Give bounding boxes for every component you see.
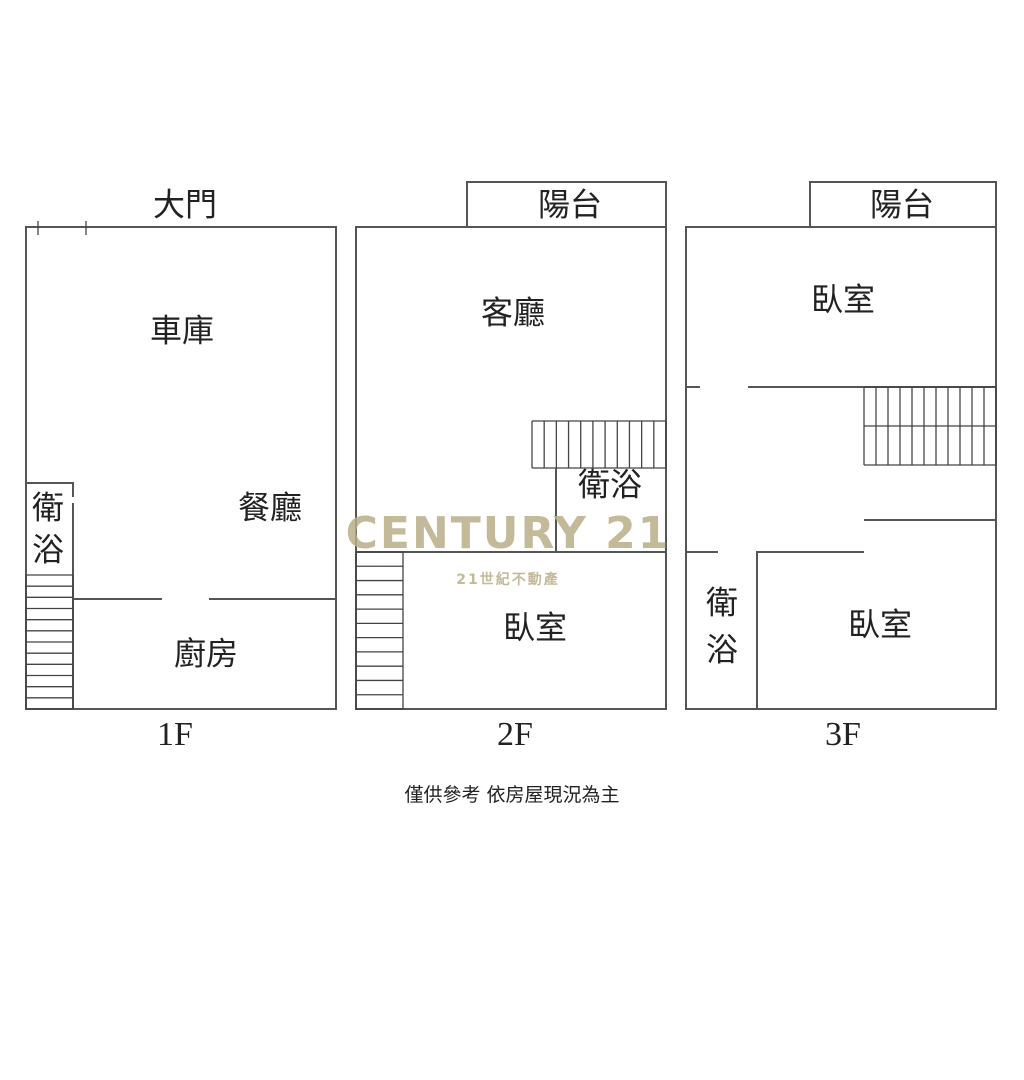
stairs (355, 551, 404, 710)
label-kitchen: 廚房 (174, 635, 238, 673)
label-bedroom: 臥室 (811, 281, 875, 319)
disclaimer: 僅供參考 依房屋現況為主 (404, 784, 619, 806)
bedroom-wall (756, 551, 864, 709)
balcony (466, 181, 667, 228)
label-bath: 浴 (32, 531, 64, 569)
floor-2f: 陽台 客廳 衛浴 臥室 2F (355, 181, 667, 753)
stairs (25, 574, 74, 710)
label-balcony: 陽台 (538, 186, 602, 224)
bath-wall (26, 482, 74, 497)
floor-label-3f: 3F (825, 716, 861, 753)
label-bedroom: 臥室 (503, 609, 567, 647)
label-bath: 衛 (706, 584, 738, 622)
label-bath: 浴 (706, 631, 738, 669)
floor-1f-outline (25, 226, 337, 710)
stairs (531, 420, 667, 469)
label-dining: 餐廳 (238, 489, 302, 527)
label-bath: 衛浴 (578, 466, 642, 504)
floor-3f: 陽台 臥室 衛 浴 臥室 3F (685, 181, 997, 753)
balcony (809, 181, 997, 228)
watermark-subtitle: 21世紀不動產 (456, 571, 559, 588)
watermark-logo: CENTURY 21 (346, 508, 671, 559)
floor-1f: 大門 車庫 衛 浴 餐廳 廚房 1F (25, 186, 337, 753)
label-bath: 衛 (32, 489, 64, 527)
label-bedroom: 臥室 (848, 606, 912, 644)
label-living-room: 客廳 (481, 294, 545, 332)
label-balcony: 陽台 (870, 186, 934, 224)
label-main-door: 大門 (153, 186, 217, 224)
floor-label-2f: 2F (497, 716, 533, 753)
floor-label-1f: 1F (157, 716, 193, 753)
stairs (863, 386, 997, 466)
label-garage: 車庫 (150, 312, 214, 350)
